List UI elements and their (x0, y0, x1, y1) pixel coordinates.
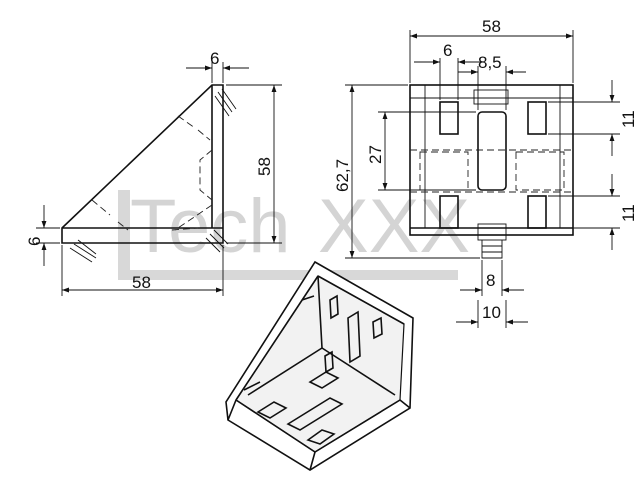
front-dim-width: 58 (482, 17, 501, 36)
front-dim-11b: 11 (619, 204, 638, 222)
front-dim-inner: 27 (366, 145, 385, 164)
side-view: 58 58 6 6 (25, 49, 282, 296)
front-dim-height: 62,7 (333, 159, 352, 192)
side-dim-top: 6 (210, 49, 219, 68)
front-dim-10: 10 (482, 303, 501, 322)
side-dim-height: 58 (255, 157, 274, 176)
side-dim-width: 58 (132, 273, 151, 292)
side-dim-side: 6 (25, 237, 44, 246)
front-dim-11a: 11 (619, 110, 638, 128)
front-dim-6: 6 (443, 41, 452, 60)
watermark-underline (118, 270, 458, 280)
watermark-bar (118, 190, 130, 270)
watermark-suffix: XXX (318, 184, 470, 269)
isometric-view (225, 260, 414, 471)
front-dim-8: 8 (486, 271, 495, 290)
watermark: Tech XXX (118, 184, 470, 280)
watermark-text: Tech (130, 184, 291, 269)
front-dim-85: 8,5 (478, 53, 502, 72)
front-view: 58 6 8,5 62,7 27 11 11 (333, 17, 638, 328)
